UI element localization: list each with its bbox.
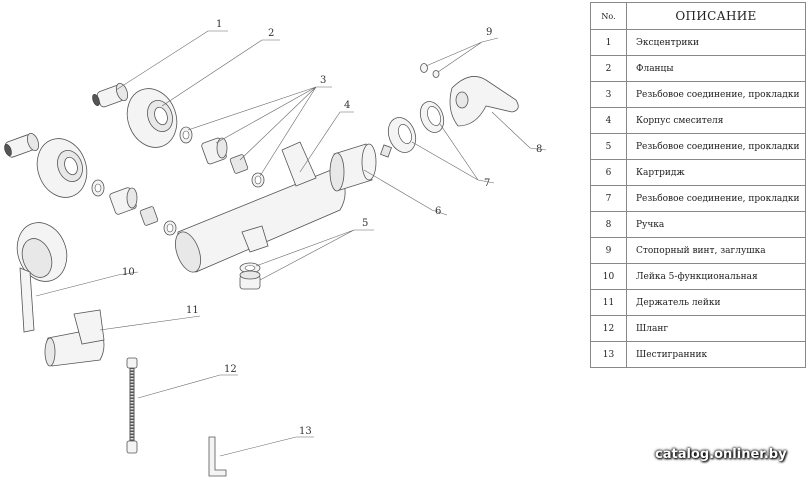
callout-9: 9 (486, 27, 492, 38)
row-no: 12 (590, 315, 627, 342)
row-no: 8 (590, 211, 627, 238)
row-no: 9 (590, 237, 627, 264)
leader-lines (35, 30, 547, 457)
row-desc: Резьбовое соединение, прокладки (626, 185, 806, 212)
table-header-row: No. ОПИСАНИЕ (590, 2, 806, 30)
part-2-flange-upper (126, 88, 178, 148)
callout-1: 1 (216, 19, 222, 30)
part-13-hex-key (208, 436, 227, 477)
part-12-hose (126, 357, 138, 454)
callout-13: 13 (299, 426, 312, 437)
row-desc: Держатель лейки (626, 289, 806, 316)
callout-10: 10 (122, 267, 135, 278)
row-no: 13 (590, 341, 627, 368)
part-7-connection-right (387, 101, 445, 153)
table-header-no: No. (590, 2, 627, 30)
row-no: 7 (590, 185, 627, 212)
part-2-flange-lower (36, 138, 88, 198)
callout-3: 3 (320, 75, 326, 86)
row-desc: Ручка (626, 211, 806, 238)
part-5-bottom-connection (239, 262, 261, 290)
row-desc: Резьбовое соединение, прокладки (626, 133, 806, 160)
row-desc: Шланг (626, 315, 806, 342)
row-no: 6 (590, 159, 627, 186)
callout-2: 2 (268, 28, 274, 39)
part-1-eccentric-upper (92, 82, 129, 108)
callout-6: 6 (435, 206, 441, 217)
part-8-handle (449, 76, 519, 127)
callout-5: 5 (362, 218, 368, 229)
row-desc: Лейка 5-функциональная (626, 263, 806, 290)
row-no: 10 (590, 263, 627, 290)
callout-12: 12 (224, 364, 237, 375)
row-no: 1 (590, 29, 627, 56)
part-10-shower-head (16, 222, 68, 333)
part-4-mixer-body (175, 141, 346, 273)
row-desc: Эксцентрики (626, 29, 806, 56)
part-6-cartridge (329, 143, 392, 192)
part-3-connection-upper (179, 126, 265, 188)
callout-labels: 1 2 3 4 5 6 7 8 9 10 11 12 13 (122, 19, 542, 437)
row-no: 11 (590, 289, 627, 316)
row-desc: Корпус смесителя (626, 107, 806, 134)
callout-4: 4 (344, 100, 350, 111)
row-no: 4 (590, 107, 627, 134)
watermark-text: catalog.onliner.by (655, 447, 787, 462)
callout-11: 11 (186, 305, 199, 316)
table-header-description: ОПИСАНИЕ (626, 2, 806, 30)
part-3-connection-lower (91, 179, 177, 236)
row-no: 2 (590, 55, 627, 82)
part-11-shower-holder (44, 309, 105, 367)
row-desc: Стопорный винт, заглушка (626, 237, 806, 264)
row-no: 5 (590, 133, 627, 160)
row-desc: Шестигранник (626, 341, 806, 368)
callout-8: 8 (536, 144, 542, 155)
part-1-eccentric-lower (4, 132, 40, 158)
row-desc: Картридж (626, 159, 806, 186)
callout-7: 7 (484, 178, 490, 189)
row-desc: Резьбовое соединение, прокладки (626, 81, 806, 108)
part-9-set-screw (420, 63, 440, 78)
row-desc: Фланцы (626, 55, 806, 82)
row-no: 3 (590, 81, 627, 108)
